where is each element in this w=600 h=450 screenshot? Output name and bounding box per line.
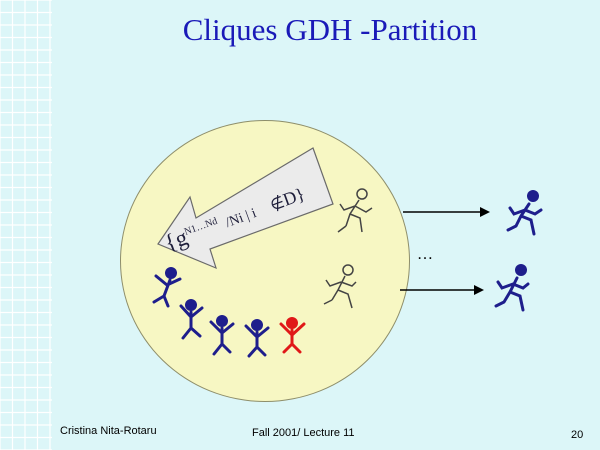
leave-arrow-bottom [400, 285, 484, 295]
member-4 [244, 319, 270, 358]
departed-member-1 [506, 190, 543, 236]
ellipsis: … [417, 246, 433, 263]
formula-not-in: ∉ [268, 193, 287, 215]
leaving-member-outline-2 [323, 264, 357, 309]
grid-decoration [0, 0, 52, 450]
member-2 [179, 299, 204, 340]
leave-arrow-top [403, 207, 490, 217]
member-3 [209, 315, 235, 356]
footer-author: Cristina Nita-Rotaru [60, 425, 157, 437]
broadcast-arrow [157, 147, 334, 270]
leaving-member-outline-1 [337, 188, 373, 233]
page-number: 20 [571, 429, 584, 441]
departed-member-2 [494, 264, 530, 312]
footer-lecture: Fall 2001/ Lecture 11 [252, 427, 355, 439]
member-1 [152, 267, 182, 308]
member-controller [279, 317, 306, 354]
slide-title: Cliques GDH -Partition [182, 12, 478, 47]
